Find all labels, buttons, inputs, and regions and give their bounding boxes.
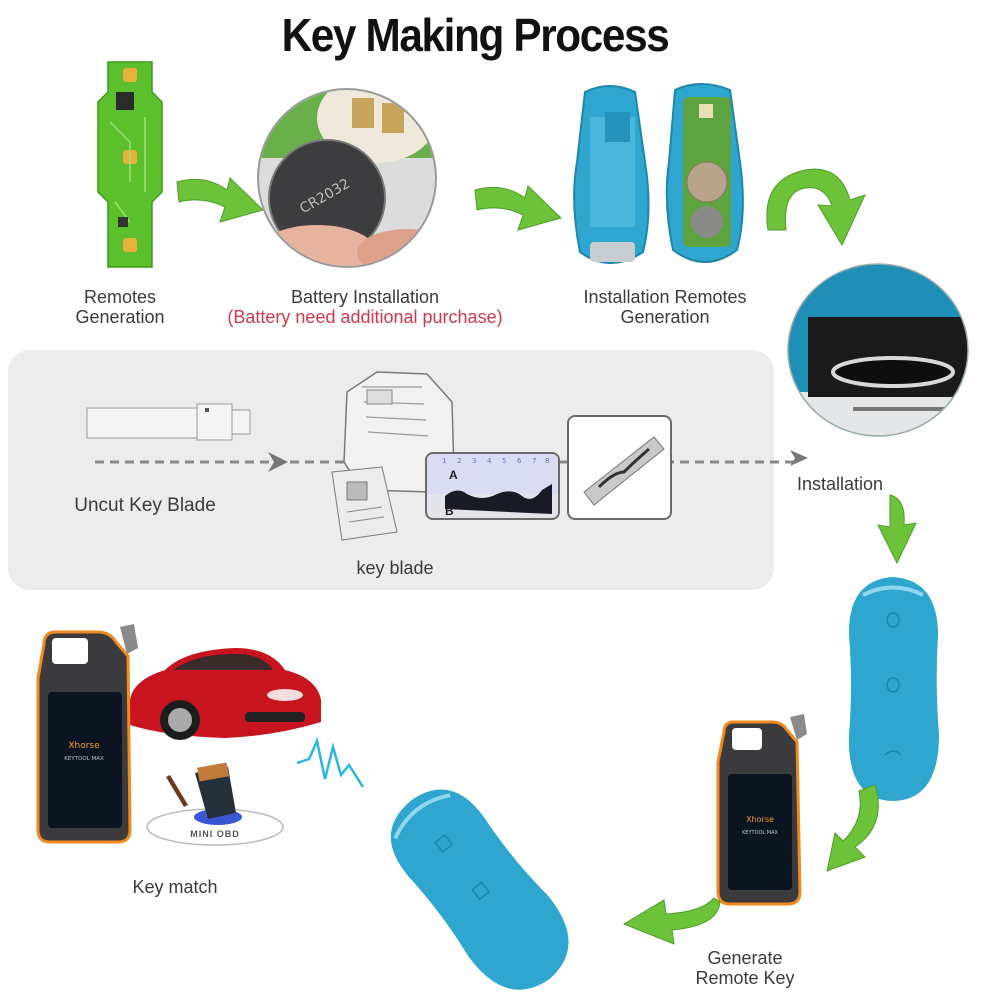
svg-text:Xhorse: Xhorse (68, 741, 100, 751)
svg-text:KEYTOOL MAX: KEYTOOL MAX (64, 756, 104, 762)
red-sports-car-image (130, 648, 321, 740)
svg-text:3: 3 (472, 457, 476, 465)
green-arrow-icon (176, 177, 264, 223)
svg-text:7: 7 (532, 457, 536, 465)
uncut-key-blade-image (86, 403, 251, 441)
battery-installation-image: CR2032 (257, 88, 437, 268)
step-battery-installation-label: Battery Installation (Battery need addit… (200, 287, 530, 327)
curved-green-arrow-icon (826, 784, 879, 872)
svg-text:4: 4 (487, 457, 492, 465)
profile-mark-a: A (449, 468, 458, 482)
profile-mark-b: B (445, 504, 454, 518)
wireless-signal-icon (296, 736, 365, 788)
mini-obd-image (146, 762, 284, 846)
svg-text:KEYTOOL MAX: KEYTOOL MAX (742, 830, 779, 836)
svg-text:2: 2 (457, 457, 461, 465)
device-brand-text: Xhorse (746, 815, 774, 824)
green-arrow-icon (474, 185, 562, 231)
pcb-board-image (97, 61, 163, 268)
battery-purchase-note: (Battery need additional purchase) (227, 307, 503, 327)
step-remotes-generation-label: Remotes Generation (75, 287, 165, 327)
step-key-match-label: Key match (132, 877, 218, 897)
mini-obd-label: MINI OBD (190, 829, 240, 839)
page-title: Key Making Process (281, 9, 670, 61)
green-left-arrow-icon (622, 897, 721, 945)
keytool-max-device-right: Xhorse KEYTOOL MAX (716, 714, 807, 906)
svg-text:6: 6 (517, 457, 522, 465)
curved-green-arrow-icon (766, 168, 866, 247)
step-installation-label: Installation (796, 474, 884, 494)
green-down-arrow-icon (877, 494, 917, 565)
svg-text:1: 1 (442, 457, 446, 465)
svg-text:5: 5 (502, 457, 506, 465)
key-blade-label: key blade (356, 558, 434, 578)
blue-remote-key-tilted (390, 789, 569, 990)
cut-key-closeup (567, 415, 672, 520)
cut-profile-display: 1 2 3 4 5 6 7 8 A B (425, 452, 560, 520)
installation-closeup-image (787, 263, 969, 437)
open-remote-shells-image (573, 83, 744, 264)
step-installation-remotes-generation-label: Installation Remotes Generation (583, 287, 747, 327)
svg-text:8: 8 (545, 457, 549, 465)
uncut-key-blade-label: Uncut Key Blade (74, 495, 216, 516)
keytool-max-device-left: Xhorse KEYTOOL MAX (36, 624, 138, 844)
blue-remote-key-vertical (848, 577, 939, 801)
step-generate-remote-key-label: Generate Remote Key (695, 948, 795, 988)
